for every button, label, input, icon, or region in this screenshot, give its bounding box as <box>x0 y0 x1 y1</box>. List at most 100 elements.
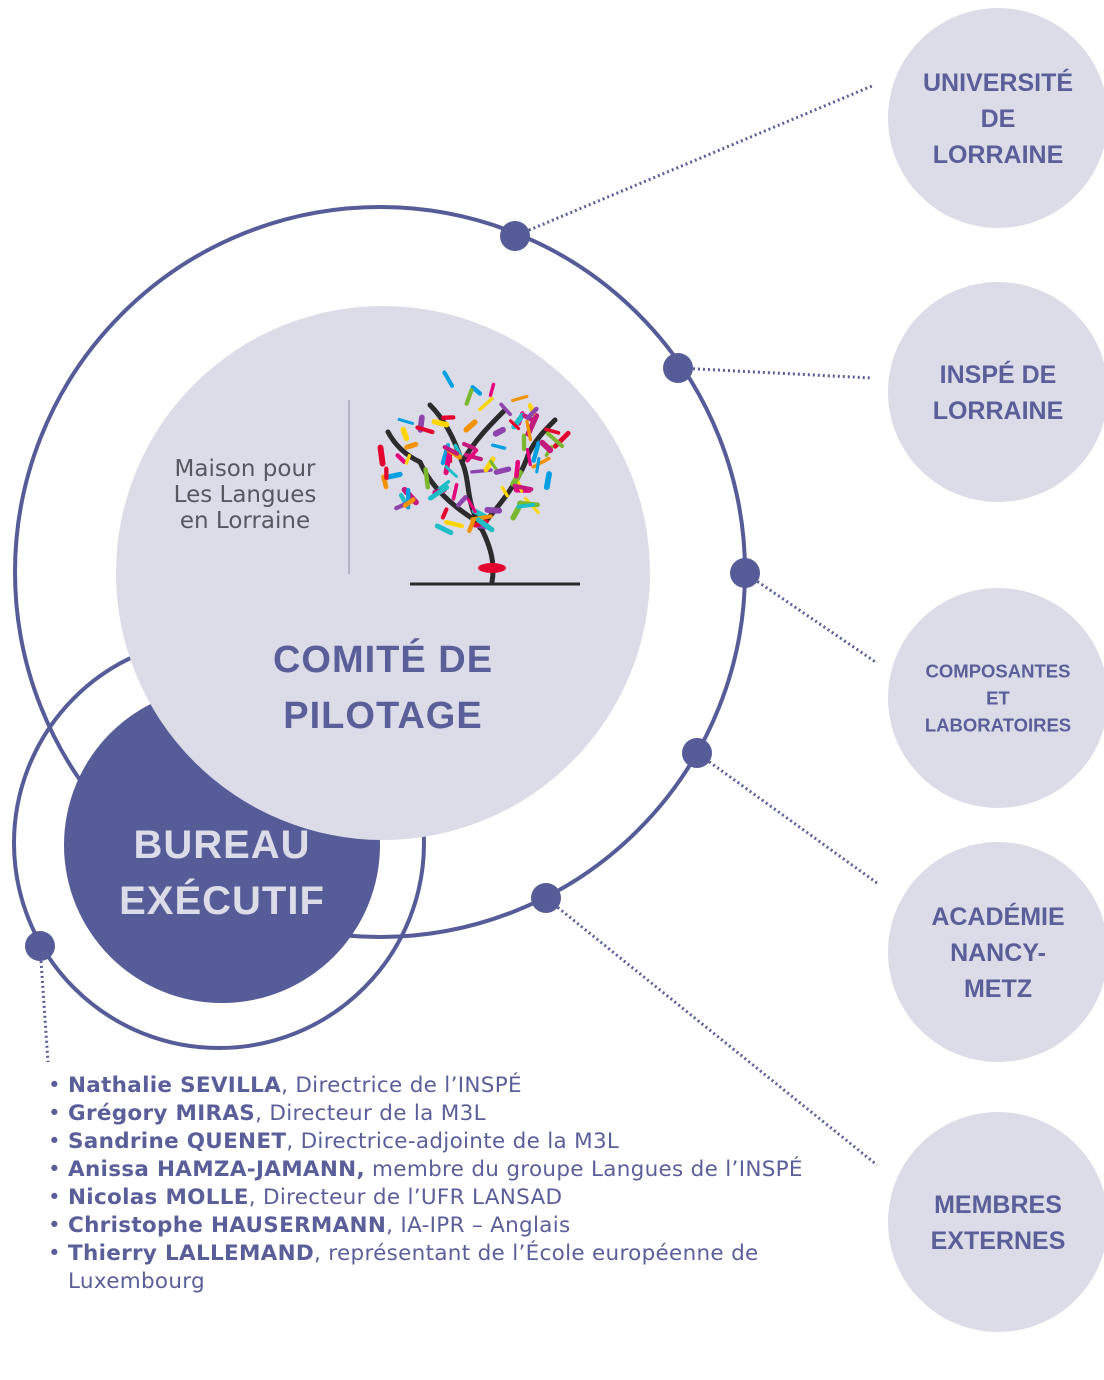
tree-ribbon <box>470 514 493 522</box>
tree-ribbon <box>451 482 459 501</box>
partner-bubble-label: MEMBRES <box>934 1191 1062 1219</box>
member-role: , représentant de l’École européenne de … <box>68 1241 759 1294</box>
member-item: Anissa HAMZA-JAMANN, membre du groupe La… <box>48 1156 848 1184</box>
member-name: Christophe HAUSERMANN <box>68 1213 387 1238</box>
member-role: , Directeur de la M3L <box>255 1101 486 1126</box>
partner-bubble-label: ET <box>986 688 1010 709</box>
partner-bubble-label: LORRAINE <box>933 141 1064 169</box>
tree-ribbon <box>456 494 468 508</box>
tree-ribbon <box>525 406 539 421</box>
member-item: Grégory MIRAS, Directeur de la M3L <box>48 1100 848 1128</box>
tree-ribbon <box>463 419 478 433</box>
tree-ribbon <box>493 466 512 475</box>
member-item: Nicolas MOLLE, Directeur de l’UFR LANSAD <box>48 1184 848 1212</box>
connector-membres <box>545 896 878 1167</box>
member-role: , Directrice-adjointe de la M3L <box>286 1129 620 1154</box>
connectors <box>38 84 878 1167</box>
tree-ribbon <box>491 443 507 450</box>
tree-ribbon <box>444 465 458 478</box>
partner-bubble-label: LABORATOIRES <box>925 715 1071 736</box>
partner-bubble-label: INSPÉ DE <box>940 360 1057 389</box>
tree-ribbon <box>377 444 386 467</box>
connector-academie <box>696 751 878 885</box>
connector-bureau-list <box>38 945 50 1063</box>
partner-bubble-label: METZ <box>964 975 1032 1003</box>
tree-ribbon <box>488 382 496 397</box>
tree-ribbon <box>464 388 474 406</box>
connector-universite <box>514 84 873 238</box>
tree-ribbon <box>489 459 499 472</box>
tree-ribbon <box>478 396 494 412</box>
tree-ribbon <box>404 441 419 450</box>
member-name: Nathalie SEVILLA <box>68 1073 282 1098</box>
tree-ribbon <box>442 445 460 456</box>
member-item: Christophe HAUSERMANN, IA-IPR – Anglais <box>48 1212 848 1240</box>
member-name: Anissa HAMZA-JAMANN, <box>68 1157 365 1182</box>
tree-ribbon <box>465 448 479 463</box>
partner-bubble-label: ACADÉMIE <box>931 902 1064 931</box>
partner-bubble: ACADÉMIE NANCY- METZ <box>888 842 1104 1062</box>
member-role: membre du groupe Langues de l’INSPÉ <box>364 1157 803 1182</box>
tree-ribbon <box>514 459 521 479</box>
dot-academie <box>682 738 712 768</box>
connector-inspe <box>677 366 873 380</box>
tree-ribbon <box>509 419 521 431</box>
tree-ribbon <box>400 426 410 442</box>
tree-ribbon <box>381 474 389 490</box>
tree-ribbon <box>499 402 512 417</box>
tree-ribbon <box>543 471 552 491</box>
dot-inspe <box>663 353 693 383</box>
tree-ribbon <box>440 507 449 520</box>
tree-ribbon <box>525 448 532 467</box>
partner-bubble-label: UNIVERSITÉ <box>923 68 1073 97</box>
m3l-logo: Maison pour Les Langues en Lorraine <box>174 370 580 586</box>
executive-bureau-title-line-1: BUREAU <box>133 823 310 867</box>
tree-ribbon <box>397 417 414 425</box>
dot-universite <box>500 221 530 251</box>
partner-bubble: INSPÉ DE LORRAINE <box>888 282 1104 502</box>
tree-ribbon <box>516 502 536 509</box>
member-name: Sandrine QUENET <box>68 1129 287 1154</box>
tree-ribbon <box>434 523 454 536</box>
tree-ribbon <box>437 480 451 491</box>
member-item: Nathalie SEVILLA, Directrice de l’INSPÉ <box>48 1072 848 1100</box>
partner-bubble-circle <box>888 282 1104 502</box>
tree-ribbon <box>427 484 450 501</box>
tree-ribbon <box>535 457 541 474</box>
connector-composantes <box>744 571 878 665</box>
tree-red-ribbon <box>478 563 506 573</box>
dot-bureau <box>25 931 55 961</box>
colorful-tree-icon <box>377 370 580 586</box>
tree-ribbon <box>402 497 416 508</box>
logo-line-2: Les Langues <box>174 482 317 508</box>
steering-committee-title-line-1: COMITÉ DE <box>273 637 493 681</box>
member-role: , Directrice de l’INSPÉ <box>281 1073 522 1098</box>
member-item: Thierry LALLEMAND, représentant de l’Éco… <box>48 1240 848 1296</box>
partner-bubble-label: NANCY- <box>950 939 1046 967</box>
logo-line-3: en Lorraine <box>180 508 310 534</box>
dot-membres <box>531 883 561 913</box>
member-role: , IA-IPR – Anglais <box>386 1213 571 1238</box>
steering-committee-circle <box>116 306 650 840</box>
tree-ribbon <box>544 427 561 435</box>
member-name: Thierry LALLEMAND <box>68 1241 315 1266</box>
tree-ribbon <box>500 485 509 498</box>
partner-bubble-label: COMPOSANTES <box>926 661 1071 682</box>
partner-bubble-label: LORRAINE <box>933 397 1064 425</box>
bureau-members-list: Nathalie SEVILLA, Directrice de l’INSPÉG… <box>48 1072 848 1296</box>
tree-ribbon <box>539 439 554 454</box>
tree-ribbon <box>531 456 551 469</box>
member-name: Nicolas MOLLE <box>68 1185 249 1210</box>
tree-ribbon <box>467 518 476 534</box>
member-name: Grégory MIRAS <box>68 1101 256 1126</box>
tree-ribbon <box>512 483 534 492</box>
tree-ribbon <box>404 453 412 465</box>
partner-bubble-circle <box>888 1112 1104 1332</box>
partner-bubble-circle <box>888 588 1104 808</box>
partner-bubble-circle <box>888 842 1104 1062</box>
tree-ribbon <box>431 418 450 428</box>
